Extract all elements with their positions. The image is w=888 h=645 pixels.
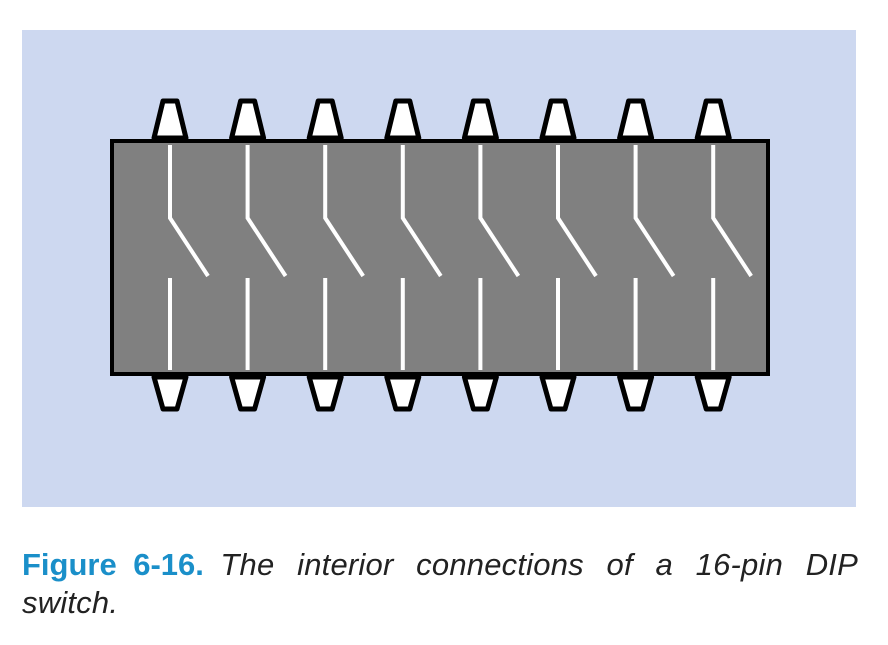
switch-blade [168,145,210,278]
switch-blade [400,145,443,278]
bottom-pin [229,374,267,412]
top-pin [539,98,577,141]
bottom-pin [694,374,732,412]
switch-blade [245,145,288,278]
switch-blade [323,145,365,278]
bottom-pin [151,374,189,412]
switch-blade [711,145,753,278]
top-pin-row [151,98,732,141]
switch-body [110,139,770,376]
switch-contacts [168,145,753,370]
switch-blade [478,145,521,278]
top-pin [151,98,189,141]
top-pin [384,98,422,141]
top-pin [694,98,732,141]
bottom-pin [617,374,655,412]
bottom-pin [384,374,422,412]
top-pin [461,98,499,141]
caption-text: The interior connections of a 16-pin DIP… [22,547,858,620]
bottom-pin [461,374,499,412]
top-pin [229,98,267,141]
dip-switch-diagram [22,30,856,507]
bottom-pin [306,374,344,412]
top-pin [617,98,655,141]
switch-blade [556,145,598,278]
bottom-pin [539,374,577,412]
caption-label: Figure 6-16. [22,547,204,582]
figure-panel [22,30,856,507]
top-pin [306,98,344,141]
figure-caption: Figure 6-16. The interior connections of… [22,546,858,622]
bottom-pin-row [151,374,732,412]
switch-blade [633,145,676,278]
